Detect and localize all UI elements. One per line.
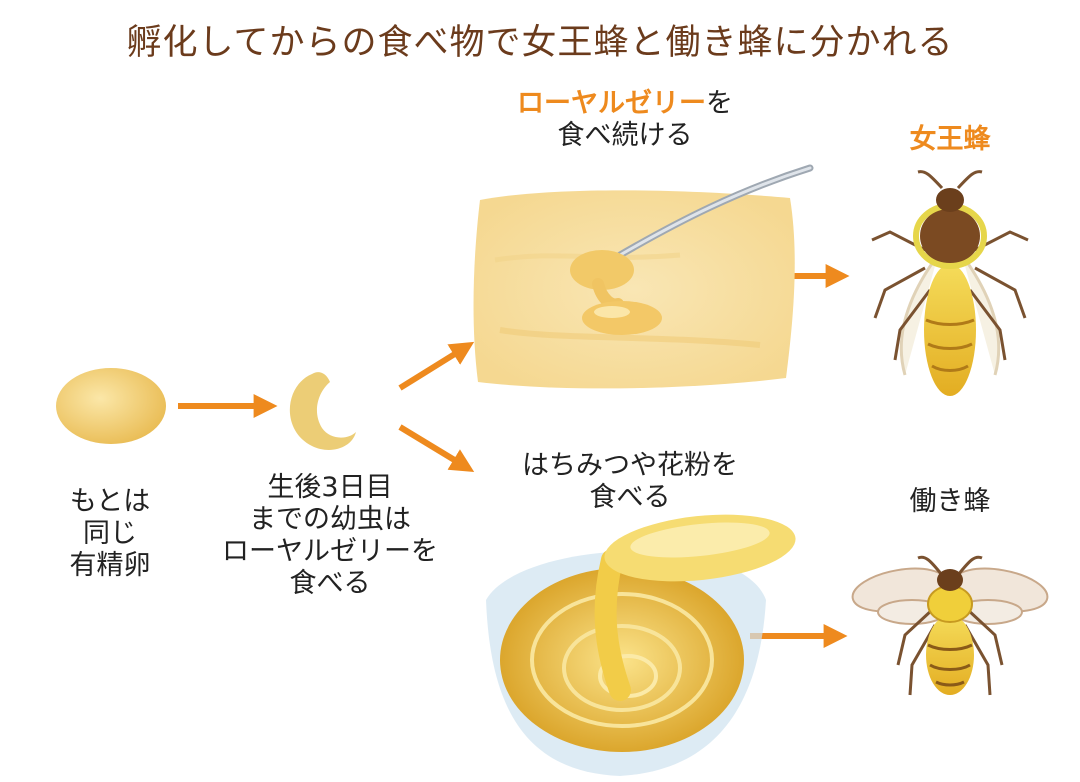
egg-line2: 同じ bbox=[83, 518, 137, 549]
egg-line3: 有精卵 bbox=[69, 550, 151, 581]
royal-jelly-line2: 食べ続ける bbox=[557, 120, 693, 151]
larva-line4: 食べる bbox=[289, 568, 371, 599]
queen-bee-icon bbox=[871, 170, 1029, 396]
larva-label: 生後3日目 までの幼虫は ローヤルゼリーを 食べる bbox=[200, 472, 460, 600]
larva-line3: ローヤルゼリーを bbox=[222, 536, 438, 567]
larva-line2: までの幼虫は bbox=[249, 504, 411, 535]
egg-label: もとは 同じ 有精卵 bbox=[40, 486, 180, 582]
honey-line1: はちみつや花粉を bbox=[522, 450, 738, 481]
queen-label: 女王蜂 bbox=[909, 124, 991, 155]
diagram-title: 孵化してからの食べ物で女王蜂と働き蜂に分かれる bbox=[126, 23, 954, 63]
honey-label: はちみつや花粉を 食べる bbox=[480, 450, 780, 514]
royal-jelly-spoon-icon bbox=[473, 164, 814, 389]
royal-jelly-suffix: を bbox=[706, 88, 733, 119]
egg-line1: もとは bbox=[69, 486, 151, 517]
larva-line1: 生後3日目 bbox=[267, 472, 393, 503]
royal-jelly-highlight: ローヤルゼリー bbox=[517, 88, 706, 119]
worker-label: 働き蜂 bbox=[909, 486, 991, 517]
honey-line2: 食べる bbox=[589, 482, 671, 513]
honey-jar-icon bbox=[486, 514, 796, 776]
egg-icon bbox=[56, 368, 166, 444]
larva-icon bbox=[289, 372, 356, 450]
royal-jelly-label: ローヤルゼリーを 食べ続ける bbox=[490, 88, 760, 152]
worker-bee-icon bbox=[851, 555, 1049, 696]
